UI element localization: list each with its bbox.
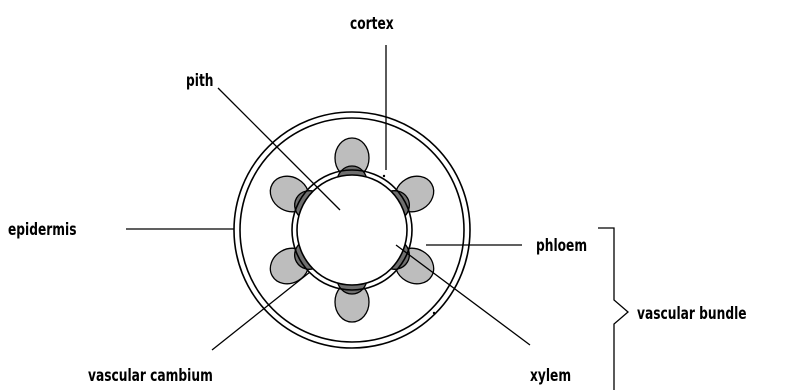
speck-mark <box>383 175 385 177</box>
cortex-label: cortex <box>350 14 394 34</box>
epidermis-label: epidermis <box>8 220 77 240</box>
vascular-bundle-label: vascular bundle <box>637 304 747 324</box>
xylem-label: xylem <box>530 366 571 386</box>
phloem-label: phloem <box>536 236 587 256</box>
pith-label: pith <box>186 71 214 91</box>
speck-mark <box>433 312 435 314</box>
vascular-bundle-bracket <box>598 228 628 390</box>
vascular-cambium-label: vascular cambium <box>88 366 213 386</box>
